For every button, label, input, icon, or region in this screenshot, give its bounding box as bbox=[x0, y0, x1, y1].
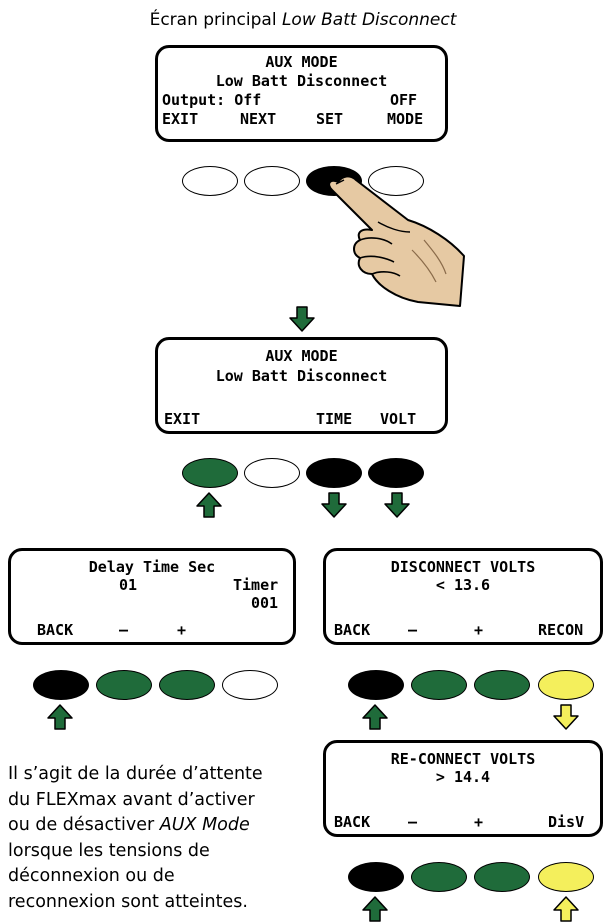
arrow-up-icon bbox=[553, 896, 579, 922]
softkey-label: DisV bbox=[548, 813, 585, 831]
paragraph-line: du FLEXmax avant d’activer bbox=[8, 789, 255, 810]
screen-line: Low Batt Disconnect bbox=[215, 367, 388, 385]
softkey-label: TIME bbox=[316, 410, 353, 428]
screen-line: AUX MODE bbox=[265, 347, 338, 365]
softkey-button-3[interactable] bbox=[306, 458, 362, 488]
arrow-down-icon bbox=[553, 704, 579, 730]
softkey-label: + bbox=[474, 621, 484, 639]
arrow-up-icon bbox=[362, 704, 388, 730]
screen-line: OFF bbox=[390, 91, 418, 109]
arrow-up-icon bbox=[47, 704, 73, 730]
softkey-button-2[interactable] bbox=[411, 670, 467, 700]
softkey-button-4[interactable] bbox=[368, 166, 424, 196]
softkey-button-1[interactable] bbox=[348, 862, 404, 892]
arrow-down-icon bbox=[321, 492, 347, 518]
softkey-button-4[interactable] bbox=[222, 670, 278, 700]
softkey-button-2[interactable] bbox=[244, 166, 300, 196]
softkey-label: – bbox=[119, 621, 129, 639]
softkey-label: BACK bbox=[37, 621, 74, 639]
softkey-label: BACK bbox=[334, 813, 371, 831]
screen-line: AUX MODE bbox=[265, 53, 338, 71]
softkey-label: EXIT bbox=[162, 110, 199, 128]
softkey-button-4[interactable] bbox=[368, 458, 424, 488]
softkey-label: – bbox=[408, 813, 418, 831]
page-title: Écran principal Low Batt Disconnect bbox=[149, 10, 457, 30]
lcd-screen-aux-mode: AUX MODE Low Batt Disconnect EXIT TIME V… bbox=[155, 337, 448, 434]
softkey-button-4[interactable] bbox=[538, 670, 594, 700]
softkey-label: RECON bbox=[538, 621, 584, 639]
softkey-label: BACK bbox=[334, 621, 371, 639]
lcd-screen-reconnect-volts: RE-CONNECT VOLTS > 14.4 BACK – + DisV bbox=[323, 740, 603, 837]
paragraph-line: déconnexion ou de bbox=[8, 866, 175, 886]
arrow-down-icon bbox=[384, 492, 410, 518]
lcd-screen-main: AUX MODE Low Batt Disconnect Output: Off… bbox=[155, 45, 448, 142]
softkey-button-3[interactable] bbox=[474, 862, 530, 892]
paragraph-line: reconnexion sont atteintes. bbox=[8, 891, 248, 912]
softkey-label: + bbox=[474, 813, 484, 831]
softkey-label: MODE bbox=[387, 110, 424, 128]
hand-pointer-icon bbox=[328, 175, 465, 307]
softkey-button-2[interactable] bbox=[96, 670, 152, 700]
softkey-label: VOLT bbox=[380, 410, 417, 428]
softkey-button-1[interactable] bbox=[182, 458, 238, 488]
screen-line: RE-CONNECT VOLTS bbox=[390, 750, 536, 768]
softkey-label: SET bbox=[316, 110, 344, 128]
screen-line: < 13.6 bbox=[435, 576, 491, 594]
lcd-screen-disconnect-volts: DISCONNECT VOLTS < 13.6 BACK – + RECON bbox=[323, 548, 603, 645]
arrow-down-icon bbox=[289, 306, 315, 332]
timer-value: 001 bbox=[251, 594, 279, 612]
paragraph-line: Il s’agit de la durée d’attente bbox=[8, 764, 263, 784]
screen-line: Delay Time Sec bbox=[88, 558, 216, 576]
screen-line: DISCONNECT VOLTS bbox=[390, 558, 536, 576]
screen-line: > 14.4 bbox=[435, 768, 491, 786]
softkey-button-4[interactable] bbox=[538, 862, 594, 892]
softkey-label: EXIT bbox=[164, 410, 201, 428]
paragraph-line: ou de désactiver AUX Mode bbox=[8, 815, 250, 835]
paragraph-line: lorsque les tensions de bbox=[8, 840, 210, 861]
screen-line: Output: Off bbox=[162, 91, 262, 109]
timer-label: Timer bbox=[233, 576, 279, 594]
screen-line: Low Batt Disconnect bbox=[215, 72, 388, 90]
arrow-up-icon bbox=[196, 492, 222, 518]
description-paragraph: Il s’agit de la durée d’attente du FLEXm… bbox=[8, 762, 263, 915]
lcd-screen-delay-time: Delay Time Sec 01 Timer 001 BACK – + bbox=[8, 548, 296, 645]
softkey-label: + bbox=[177, 621, 187, 639]
softkey-button-1[interactable] bbox=[348, 670, 404, 700]
softkey-button-1[interactable] bbox=[33, 670, 89, 700]
arrow-up-icon bbox=[362, 896, 388, 922]
softkey-label: NEXT bbox=[240, 110, 277, 128]
delay-value: 01 bbox=[119, 576, 138, 594]
softkey-button-1[interactable] bbox=[182, 166, 238, 196]
softkey-button-3[interactable] bbox=[159, 670, 215, 700]
softkey-button-2[interactable] bbox=[411, 862, 467, 892]
softkey-button-3[interactable] bbox=[474, 670, 530, 700]
softkey-label: – bbox=[408, 621, 418, 639]
softkey-button-2[interactable] bbox=[244, 458, 300, 488]
